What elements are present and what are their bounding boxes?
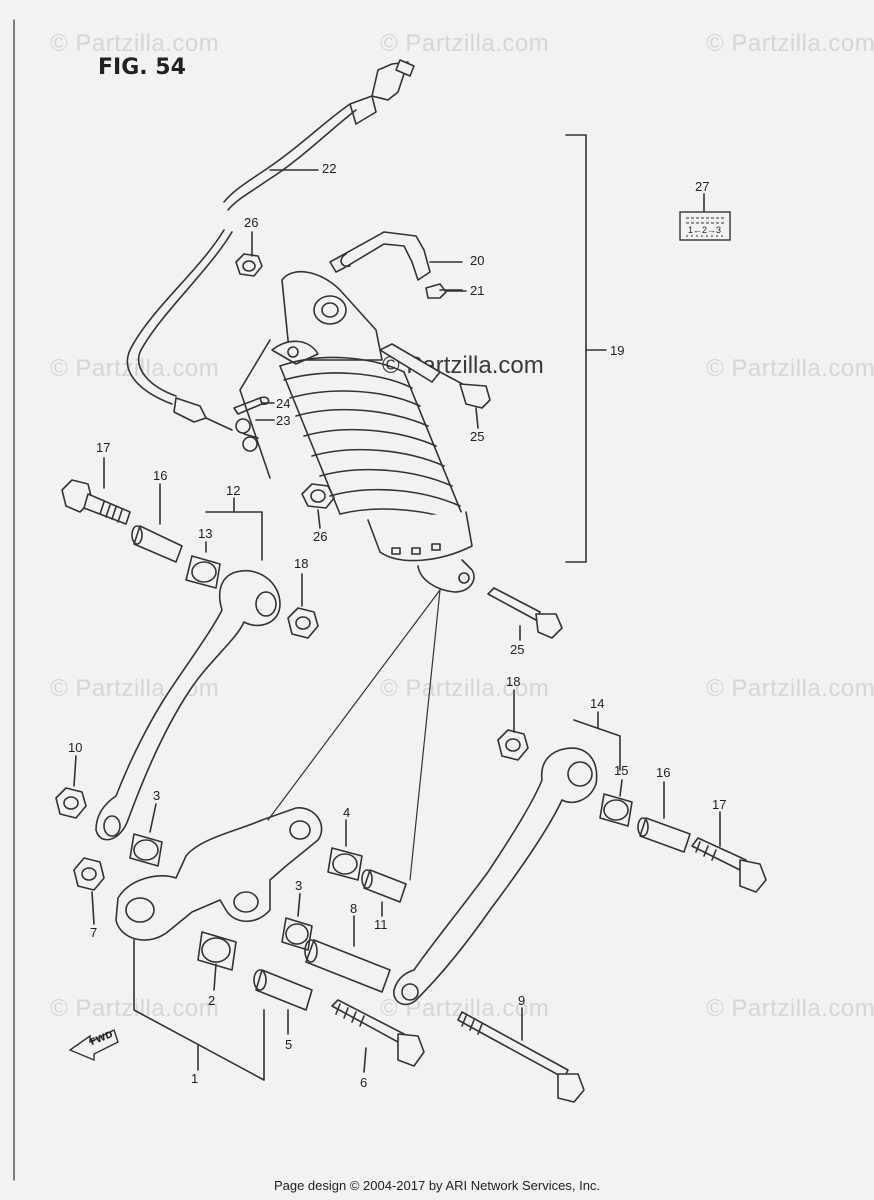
callout-26: 26 (244, 215, 259, 230)
clip-24 (233, 396, 270, 415)
watermark: © Partzilla.com (706, 995, 874, 1022)
bracket-12 (205, 511, 263, 561)
callout-8: 8 (350, 901, 358, 916)
bearing-13 (185, 555, 221, 589)
watermark: © Partzilla.com (50, 30, 220, 57)
callout-15: 15 (614, 763, 629, 778)
cushion-lever-1 (115, 807, 323, 941)
callout-5: 5 (285, 1037, 293, 1052)
callout-23: 23 (276, 413, 291, 428)
nut-18-upper (287, 607, 319, 639)
watermark: © Partzilla.com (380, 30, 550, 57)
watermark: © Partzilla.com (706, 355, 874, 382)
bearing-3-lower (281, 917, 313, 951)
figure-title: FIG. 54 (98, 55, 186, 80)
footer-copyright: Page design © 2004-2017 by ARI Network S… (273, 1178, 601, 1193)
shock-absorber-19 (271, 271, 475, 593)
sleeve-16-left (131, 525, 183, 563)
callout-10: 10 (68, 740, 83, 755)
nut-26-mid (301, 483, 335, 509)
rod-14 (393, 747, 598, 1006)
collar-8 (304, 939, 391, 993)
callout-25: 25 (510, 642, 525, 657)
bolt-25-upper (439, 371, 491, 409)
callout-9: 9 (518, 993, 526, 1008)
callout-7: 7 (90, 925, 98, 940)
nut-26-top (235, 253, 263, 277)
callout-19: 19 (610, 343, 625, 358)
watermark: © Partzilla.com (706, 675, 874, 702)
bolt-21 (425, 283, 463, 299)
leader-25a (475, 407, 479, 429)
callout-4: 4 (343, 805, 351, 820)
callout-17: 17 (96, 440, 111, 455)
callout-24: 24 (276, 396, 291, 411)
callout-26: 26 (313, 529, 328, 544)
callout-3: 3 (153, 788, 161, 803)
callout-20: 20 (470, 253, 485, 268)
bolt-17-right (691, 837, 767, 893)
label-plate-27 (679, 211, 731, 241)
bracket-1 (133, 939, 265, 1081)
leader-6 (363, 1047, 367, 1073)
callout-1: 1 (191, 1071, 199, 1086)
callout-12: 12 (226, 483, 241, 498)
nut-10 (55, 787, 87, 819)
bearing-4 (327, 847, 363, 881)
leader-26b (317, 509, 321, 529)
collar-11 (361, 869, 407, 903)
callout-18: 18 (294, 556, 309, 571)
watermark: © Partzilla.com (706, 30, 874, 57)
bracket-20 (329, 231, 431, 281)
callout-3: 3 (295, 878, 303, 893)
bolt-17-left (61, 479, 131, 525)
nut-7 (73, 857, 105, 891)
callout-14: 14 (590, 696, 605, 711)
bearing-3-upper (129, 833, 163, 867)
callout-11: 11 (374, 917, 388, 932)
collar-5 (253, 969, 313, 1011)
callout-17: 17 (712, 797, 727, 812)
bearing-2 (197, 931, 237, 971)
bolt-6 (331, 999, 425, 1067)
rod-12 (95, 569, 281, 841)
leader-7 (91, 891, 95, 925)
label-27-text: 1←2→3 (688, 225, 722, 235)
leader-10 (73, 755, 77, 787)
bracket-14 (573, 719, 621, 771)
callout-16: 16 (153, 468, 168, 483)
nut-18-lower (497, 729, 529, 761)
callout-2: 2 (208, 993, 216, 1008)
sleeve-16-right (637, 817, 691, 853)
callout-25: 25 (470, 429, 485, 444)
callout-21: 21 (470, 283, 485, 298)
bracket-line-24-23 (239, 339, 271, 479)
callout-6: 6 (360, 1075, 368, 1090)
callout-27: 27 (695, 179, 710, 194)
watermark: © Partzilla.com (380, 675, 550, 702)
leader-2 (213, 963, 217, 991)
leader-3a (149, 803, 157, 833)
bracket-19 (565, 134, 587, 563)
bolt-9 (457, 1011, 585, 1103)
bolt-25-lower (487, 587, 563, 639)
leader-15 (619, 779, 623, 797)
callout-16: 16 (656, 765, 671, 780)
bearing-15 (599, 793, 633, 827)
callout-18: 18 (506, 674, 521, 689)
callout-22: 22 (322, 161, 337, 176)
watermark: © Partzilla.com (50, 355, 220, 382)
leader-3b (297, 893, 301, 917)
fwd-arrow-icon (68, 1029, 119, 1062)
cable-22 (126, 59, 415, 431)
callout-13: 13 (198, 526, 213, 541)
